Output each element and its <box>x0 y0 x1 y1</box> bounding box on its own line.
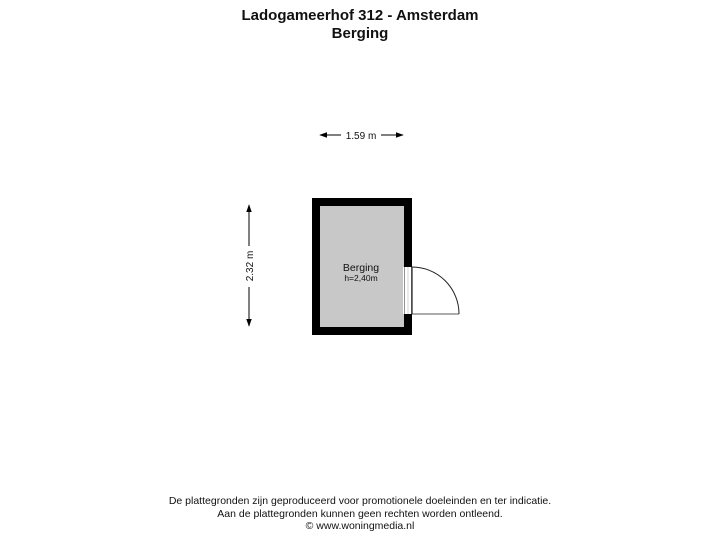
footer-line-2: Aan de plattegronden kunnen geen rechten… <box>217 507 503 520</box>
room-floor <box>320 206 404 327</box>
title-block: Ladogameerhof 312 - Amsterdam Berging <box>0 7 720 43</box>
storage-room: Berging h=2,40m <box>312 198 460 335</box>
room-height-label: h=2,40m <box>344 273 377 283</box>
width-dimension: 1.59 m <box>319 131 404 142</box>
length-dimension: 2.32 m <box>245 204 256 327</box>
floor-title: Berging <box>331 25 389 42</box>
width-dimension-label: 1.59 m <box>346 131 377 142</box>
footer-disclaimer: De plattegronden zijn geproduceerd voor … <box>0 495 720 533</box>
length-dimension-label: 2.32 m <box>245 251 256 282</box>
footer-line-1: De plattegronden zijn geproduceerd voor … <box>168 495 552 507</box>
footer-copyright: © www.woningmedia.nl <box>305 520 415 532</box>
door-swing-arc <box>411 266 460 315</box>
room-name-label: Berging <box>343 262 379 274</box>
page-title: Ladogameerhof 312 - Amsterdam <box>241 7 479 24</box>
